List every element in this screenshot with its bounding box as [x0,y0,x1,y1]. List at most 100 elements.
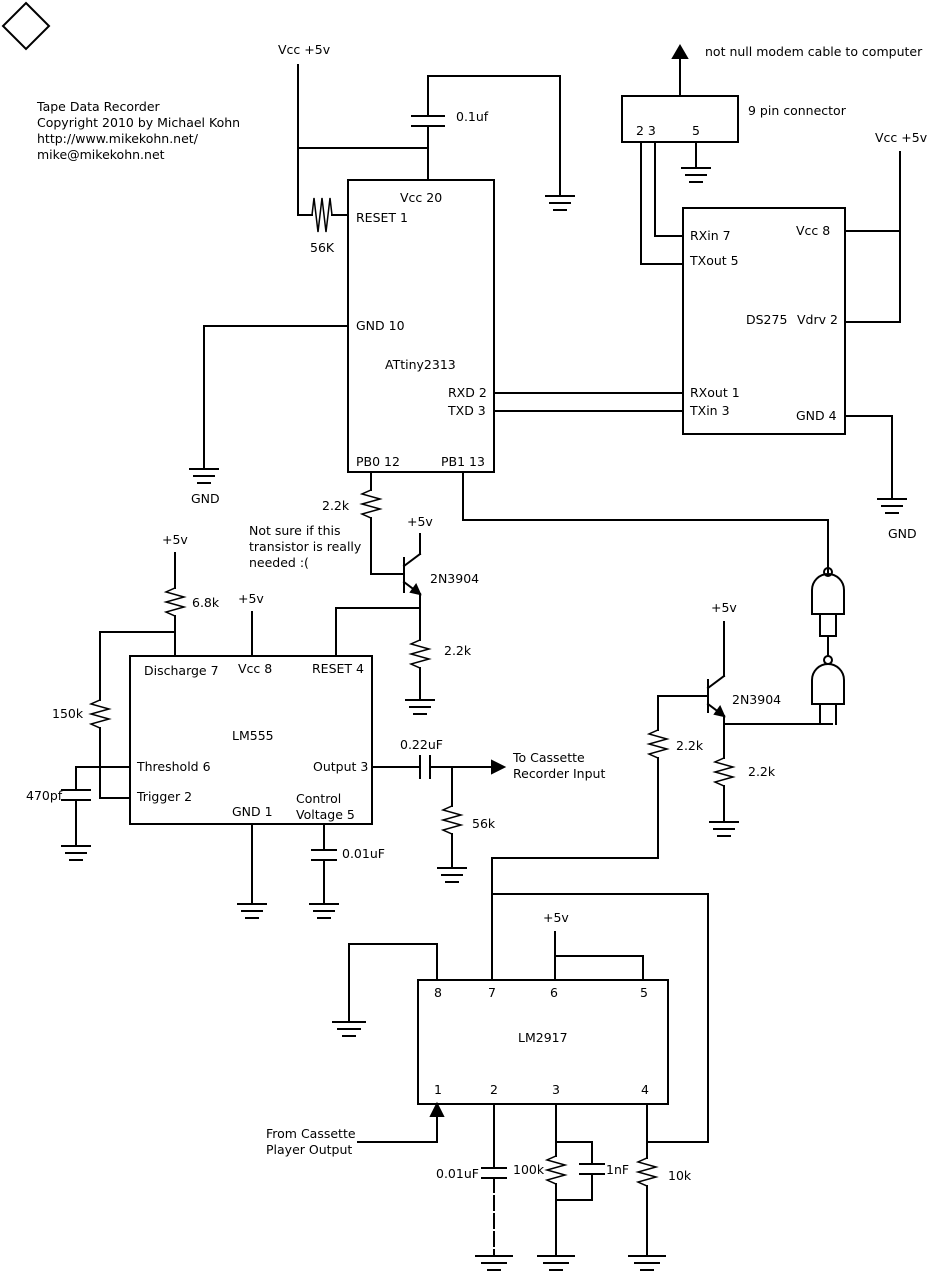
transistor-note-2: transistor is really [249,539,362,554]
label-22k-q1: 2.2k [444,643,472,658]
ground-icon [332,1021,366,1037]
from-cassette-2: Player Output [266,1142,352,1157]
label-470pf: 470pf [26,788,63,803]
wire-q1-base [370,517,405,575]
lm555-name: LM555 [232,728,274,743]
label-150k: 150k [52,706,84,721]
wire-q2-base [657,695,709,731]
wire-2917-pin5 [554,955,644,981]
wire-vcc-down [297,64,313,216]
ds275-vcc: Vcc 8 [796,223,830,238]
attiny-vcc-pin: Vcc 20 [400,190,442,205]
ground-icon [877,498,907,514]
attiny-pb1-pin: PB1 13 [441,454,485,469]
lm555-gnd: GND 1 [232,804,273,819]
wire-from-cassette [357,1111,438,1143]
label-1nf: 1nF [606,1162,629,1177]
cable-note: not null modem cable to computer [705,44,923,59]
wire-q1-emitter [335,593,421,657]
transistor-q1 [402,533,422,596]
lm2917-pin6: 6 [550,985,558,1000]
lm555-output: Output 3 [313,759,368,774]
label-01uf: 0.1uf [456,109,489,124]
label-22k-q2e: 2.2k [748,764,776,779]
resistor-56k-out [440,805,464,835]
wire-150k-top [99,631,176,701]
ds275-name: DS275 [746,312,787,327]
resistor-22k-q2e [712,757,736,787]
arrow-up-icon [671,44,689,59]
lm555-vcc: Vcc 8 [238,661,272,676]
ground-icon [437,867,467,883]
label-q1: 2N3904 [430,571,479,586]
vcc-label-left: Vcc +5v [278,42,331,57]
ds275-rxin: RXin 7 [690,228,731,243]
label-56k-reset: 56K [310,240,335,255]
connector-name: 9 pin connector [748,103,847,118]
label-56k-out: 56k [472,816,496,831]
plus5v-2917: +5v [543,910,569,925]
lm2917-pin2: 2 [490,1082,498,1097]
to-cassette-1: To Cassette [512,750,585,765]
transistor-note-1: Not sure if this [249,523,341,538]
wire-100k-top [555,1141,593,1165]
ground-icon [537,1255,575,1271]
wire-cap-gnd [427,75,561,195]
label-001uf-ctrl: 0.01uF [342,846,385,861]
ds275-rxout: RXout 1 [690,385,740,400]
ground-icon [237,903,267,919]
transistor-note-3: needed :( [249,555,309,570]
attiny-rxd-pin: RXD 2 [448,385,487,400]
connector-pins-23: 2 3 [636,123,656,138]
wire-ds275-gnd [844,415,893,499]
label-10k: 10k [668,1168,692,1183]
label-100k: 100k [513,1162,545,1177]
plus5v-q2: +5v [711,600,737,615]
label-68k: 6.8k [192,595,220,610]
ground-icon [475,1255,513,1271]
plus5v-q1: +5v [407,514,433,529]
attiny-gnd-pin: GND 10 [356,318,405,333]
diamond-icon [1,1,51,51]
label-22k-pb0: 2.2k [322,498,350,513]
to-cassette-2: Recorder Input [513,766,605,781]
url-text: http://www.mikekohn.net/ [37,131,199,146]
title-text: Tape Data Recorder [36,99,161,114]
lm555-threshold: Threshold 6 [136,759,211,774]
ground-icon [189,468,219,484]
ds275-vdrv: Vdrv 2 [797,312,838,327]
attiny-name: ATtiny2313 [385,357,456,372]
lm555-trigger: Trigger 2 [136,789,192,804]
lm555-reset: RESET 4 [312,661,364,676]
wire-pb1 [462,471,829,573]
copyright-text: Copyright 2010 by Michael Kohn [37,115,240,130]
ground-icon [309,903,339,919]
lm555-discharge: Discharge 7 [144,663,219,678]
label-22k-q2b: 2.2k [676,738,704,753]
resistor-22k-pb0 [359,489,383,519]
attiny-reset-pin: RESET 1 [356,210,408,225]
wire-pin3-rxin [654,141,684,237]
ground-icon [61,845,91,861]
email-text: mike@mikekohn.net [37,147,165,162]
nand-gate-icon [811,655,845,725]
title-block: Tape Data Recorder Copyright 2010 by Mic… [36,99,240,162]
resistor-56k-reset [311,197,333,233]
lm2917-pin8: 8 [434,985,442,1000]
label-001uf-2917: 0.01uF [436,1166,479,1181]
lm2917-pin5: 5 [640,985,648,1000]
wire-2917-pin8 [348,943,438,1021]
arrow-right-icon [491,759,507,775]
gnd-label-left: GND [191,491,220,506]
lm2917-pin3: 3 [552,1082,560,1097]
resistor-150k [88,699,112,729]
ds275-txout: TXout 5 [689,253,739,268]
wire-q2-base-down [491,757,659,981]
lm2917-pin1: 1 [434,1082,442,1097]
arrow-up-icon [429,1101,445,1117]
resistor-100k [544,1155,568,1185]
vcc-label-right: Vcc +5v [875,130,928,145]
lm2917-body [417,979,669,1105]
lm2917-name: LM2917 [518,1030,568,1045]
resistor-22k-q2b [646,729,670,759]
